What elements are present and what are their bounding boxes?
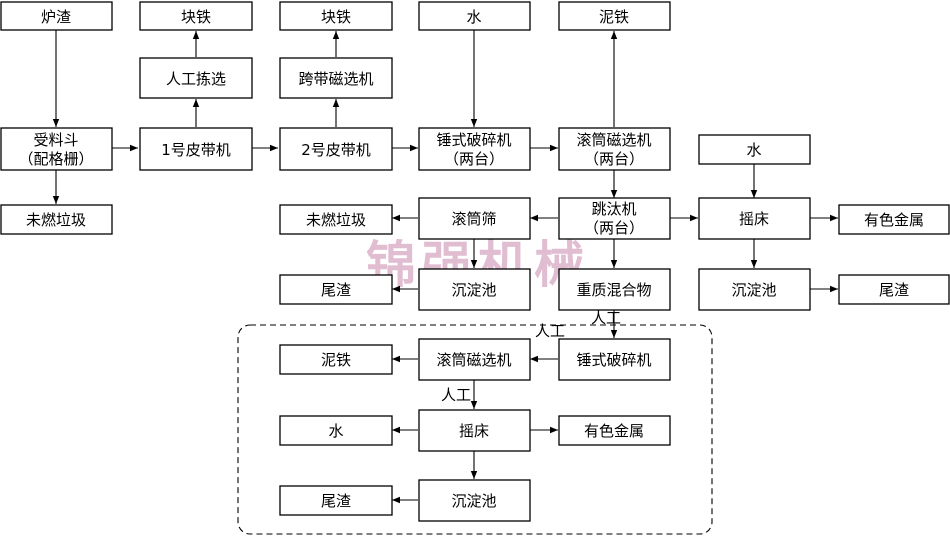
svg-text:重质混合物: 重质混合物 xyxy=(576,281,651,299)
node-drum-magnetic-separator-2: 滚筒磁选机 xyxy=(418,338,531,381)
node-manual-pick: 人工拣选 xyxy=(139,57,253,99)
svg-text:有色金属: 有色金属 xyxy=(864,211,924,229)
svg-text:块铁: 块铁 xyxy=(321,8,351,26)
node-mud-iron-2: 泥铁 xyxy=(279,344,393,375)
svg-text:2号皮带机: 2号皮带机 xyxy=(301,141,371,159)
node-belt-conveyor-1: 1号皮带机 xyxy=(139,127,253,171)
node-water-3: 水 xyxy=(279,415,393,446)
node-sediment-tank-2: 沉淀池 xyxy=(418,268,531,311)
node-unburnt-waste-1: 未燃垃圾 xyxy=(0,204,113,235)
svg-text:滚筒磁选机: 滚筒磁选机 xyxy=(436,351,511,369)
node-jig: 跳汰机 （两台） xyxy=(558,197,671,240)
edge-label-manual: 人工 xyxy=(441,386,471,404)
svg-text:泥铁: 泥铁 xyxy=(321,351,351,369)
node-sediment-tank-1: 沉淀池 xyxy=(698,268,811,311)
node-hopper: 受料斗 （配格栅） xyxy=(0,127,113,171)
svg-text:（两台）: （两台） xyxy=(584,219,644,237)
node-tailings-1: 尾渣 xyxy=(838,274,950,305)
node-hammer-crusher-1: 锤式破碎机 （两台） xyxy=(418,127,531,171)
svg-text:水: 水 xyxy=(328,422,343,440)
svg-text:尾渣: 尾渣 xyxy=(321,492,351,510)
node-drum-screen: 滚筒筛 xyxy=(418,197,531,240)
svg-text:水: 水 xyxy=(466,8,481,26)
svg-text:尾渣: 尾渣 xyxy=(879,281,909,299)
svg-text:跨带磁选机: 跨带磁选机 xyxy=(298,70,373,88)
node-tailings-3: 尾渣 xyxy=(279,485,393,516)
node-heavy-mixture: 重质混合物 xyxy=(558,268,671,311)
svg-text:（两台）: （两台） xyxy=(584,150,644,168)
node-tailings-2: 尾渣 xyxy=(279,274,393,305)
svg-text:有色金属: 有色金属 xyxy=(584,422,644,440)
node-shaking-table-1: 摇床 xyxy=(698,197,811,240)
node-sediment-tank-3: 沉淀池 xyxy=(418,479,531,522)
svg-text:1号皮带机: 1号皮带机 xyxy=(161,141,231,159)
svg-text:摇床: 摇床 xyxy=(459,422,489,440)
svg-text:炉渣: 炉渣 xyxy=(41,8,71,26)
node-water-1: 水 xyxy=(418,1,531,31)
svg-text:锤式破碎机: 锤式破碎机 xyxy=(576,351,651,369)
svg-text:水: 水 xyxy=(746,141,761,159)
edge-label-manual: 人工 xyxy=(591,309,621,327)
node-cross-belt-magnetic-separator: 跨带磁选机 xyxy=(279,57,393,99)
svg-text:沉淀池: 沉淀池 xyxy=(731,281,776,299)
svg-text:锤式破碎机: 锤式破碎机 xyxy=(436,131,511,149)
node-water-2: 水 xyxy=(698,134,811,165)
svg-text:滚筒磁选机: 滚筒磁选机 xyxy=(576,131,651,149)
svg-text:跳汰机: 跳汰机 xyxy=(591,200,636,218)
manual-processing-group xyxy=(237,324,713,535)
svg-text:沉淀池: 沉淀池 xyxy=(451,492,496,510)
svg-text:泥铁: 泥铁 xyxy=(599,8,629,26)
svg-text:人工拣选: 人工拣选 xyxy=(166,70,226,88)
node-mud-iron-1: 泥铁 xyxy=(558,1,671,31)
node-unburnt-waste-2: 未燃垃圾 xyxy=(279,204,393,235)
svg-text:尾渣: 尾渣 xyxy=(321,281,351,299)
svg-text:块铁: 块铁 xyxy=(181,8,211,26)
svg-text:未燃垃圾: 未燃垃圾 xyxy=(26,211,86,229)
svg-text:受料斗: 受料斗 xyxy=(33,131,78,149)
node-nonferrous-metal-1: 有色金属 xyxy=(838,204,950,235)
node-hammer-crusher-2: 锤式破碎机 xyxy=(558,338,671,381)
svg-text:滚筒筛: 滚筒筛 xyxy=(451,210,496,228)
node-shaking-table-2: 摇床 xyxy=(418,409,531,452)
svg-text:沉淀池: 沉淀池 xyxy=(451,281,496,299)
node-belt-conveyor-2: 2号皮带机 xyxy=(279,127,393,171)
node-lump-iron-1: 块铁 xyxy=(139,1,253,31)
node-nonferrous-metal-2: 有色金属 xyxy=(558,415,671,446)
node-slag: 炉渣 xyxy=(0,1,113,31)
svg-text:未燃垃圾: 未燃垃圾 xyxy=(306,211,366,229)
svg-text:摇床: 摇床 xyxy=(739,210,769,228)
svg-text:（两台）: （两台） xyxy=(444,150,504,168)
edge-label-manual: 人工 xyxy=(535,322,565,340)
node-drum-magnetic-separator-1: 滚筒磁选机 （两台） xyxy=(558,127,671,171)
node-lump-iron-2: 块铁 xyxy=(279,1,393,31)
svg-text:（配格栅）: （配格栅） xyxy=(18,150,93,168)
